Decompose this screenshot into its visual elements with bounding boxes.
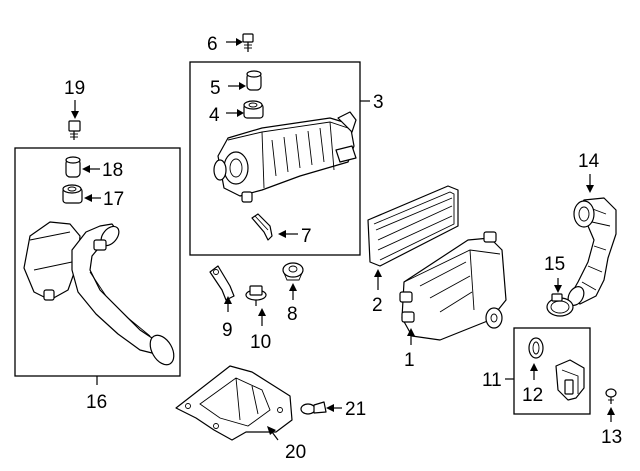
part-1-air-cleaner-housing[interactable] — [399, 231, 507, 341]
part-13-screw[interactable] — [605, 388, 617, 404]
part-7-hose[interactable] — [251, 213, 273, 241]
callout-13: 13 — [601, 427, 622, 448]
part-10-bolt[interactable] — [245, 285, 267, 306]
part-8-grommet[interactable] — [282, 262, 304, 281]
arrowhead-2 — [374, 269, 382, 277]
callout-15: 15 — [544, 254, 565, 275]
arrowhead-9 — [224, 296, 232, 304]
callout-14: 14 — [578, 151, 600, 172]
callout-19: 19 — [64, 78, 85, 99]
arrowhead-5 — [239, 82, 246, 90]
arrowhead-20 — [267, 426, 276, 435]
callout-12: 12 — [522, 385, 543, 406]
group-box-3 — [189, 61, 361, 256]
callout-11: 11 — [482, 370, 502, 391]
arrowhead-18 — [82, 165, 90, 173]
arrowhead-13 — [607, 407, 615, 415]
part-14-intake-hose[interactable] — [565, 197, 617, 308]
callout-3: 3 — [373, 92, 384, 113]
callout-6: 6 — [207, 34, 218, 55]
part-2-air-filter[interactable] — [367, 185, 459, 267]
arrowhead-10 — [258, 308, 266, 316]
arrowhead-6 — [236, 38, 243, 46]
arrowhead-8 — [289, 283, 297, 291]
arrowhead-21 — [326, 404, 334, 412]
part-5-sleeve[interactable] — [246, 70, 262, 91]
callout-17: 17 — [103, 189, 124, 210]
part-20-shield[interactable] — [175, 365, 293, 441]
arrowhead-15 — [554, 285, 562, 293]
part-3-intake-resonator[interactable] — [213, 111, 357, 203]
part-15-hose-clamp[interactable] — [546, 293, 574, 317]
callout-21: 21 — [345, 399, 366, 420]
callout-10: 10 — [250, 332, 271, 353]
arrowhead-17 — [84, 194, 92, 202]
callout-2: 2 — [372, 295, 383, 316]
arrowhead-12 — [530, 363, 538, 371]
part-6-bolt[interactable] — [242, 33, 254, 52]
callout-4: 4 — [209, 105, 220, 126]
callout-16: 16 — [86, 392, 107, 413]
part-9-bracket[interactable] — [209, 265, 235, 301]
part-19-bolt[interactable] — [68, 120, 81, 140]
arrowhead-14 — [586, 185, 594, 193]
part-16-inlet-duct[interactable] — [23, 221, 179, 369]
arrowhead-4 — [237, 109, 244, 117]
callout-20: 20 — [285, 442, 306, 463]
leader-20 — [271, 431, 279, 441]
callout-8: 8 — [287, 304, 298, 325]
callout-7: 7 — [301, 226, 312, 247]
callout-9: 9 — [222, 320, 233, 341]
arrowhead-7 — [278, 230, 286, 238]
group-box-11 — [513, 327, 591, 415]
part-21-push-pin[interactable] — [300, 401, 327, 415]
part-17-grommet[interactable] — [62, 184, 83, 204]
arrowhead-19 — [71, 111, 79, 119]
part-18-sleeve[interactable] — [65, 156, 81, 178]
callout-18: 18 — [102, 160, 123, 181]
part-12-mass-air-flow-sensor[interactable] — [528, 337, 585, 401]
part-4-grommet[interactable] — [243, 100, 264, 119]
callout-5: 5 — [210, 78, 221, 99]
arrowhead-1 — [407, 328, 415, 336]
callout-1: 1 — [404, 350, 415, 371]
